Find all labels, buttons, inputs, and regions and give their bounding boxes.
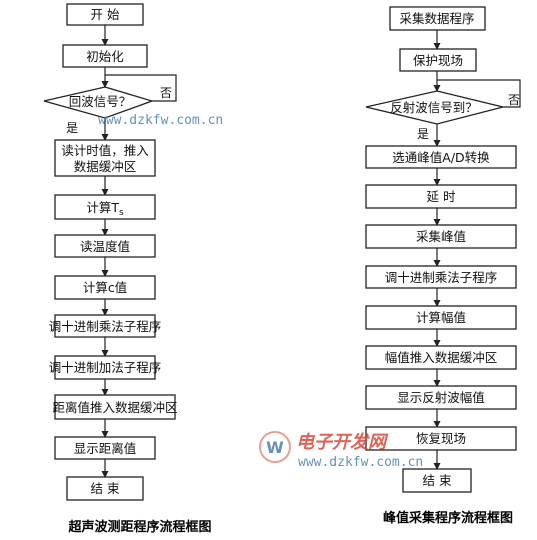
right-sample-box (365, 224, 517, 249)
right-mult-label: 调十进制乘法子程序 (385, 270, 498, 285)
left-display-label: 显示距离值 (74, 441, 137, 456)
right-no-label: 否 (508, 93, 520, 107)
right-mult-box (365, 265, 517, 289)
left-read-temp-label: 读温度值 (80, 239, 130, 254)
left-start-box (66, 3, 144, 26)
right-decision-label: 反射波信号到？ (390, 100, 478, 115)
right-display-label: 显示反射波幅值 (397, 390, 485, 405)
left-calc-ts-label: 计算Ts (86, 200, 124, 218)
right-end-box (402, 468, 472, 493)
left-mult-label: 调十进制乘法子程序 (49, 319, 162, 334)
right-ad-label: 选通峰值A/D转换 (392, 150, 490, 165)
left-mult-box (54, 314, 156, 338)
left-calc-ts-main: 计算T (86, 200, 119, 215)
left-no-label: 否 (160, 86, 172, 100)
right-delay-box (365, 184, 517, 209)
left-decision-diamond (43, 86, 155, 119)
left-yes-label: 是 (66, 121, 78, 135)
right-end-label: 结 束 (423, 473, 452, 488)
right-caption: 峰值采集程序流程框图 (383, 510, 513, 526)
right-sample-label: 采集峰值 (416, 229, 466, 244)
left-start-label: 开 始 (91, 7, 120, 22)
left-calc-c-label: 计算c值 (83, 280, 127, 295)
right-ad-box (365, 145, 517, 169)
left-add-box (54, 355, 156, 380)
right-save-box (399, 48, 477, 72)
left-distance-buffer-box (54, 394, 176, 420)
watermark: www.dzkfw.com.cn W 电子开发网 www.dzkfw.com.c… (98, 113, 423, 470)
svg-text:W: W (266, 438, 284, 457)
right-yes-label: 是 (417, 127, 429, 141)
watermark-url-bottom: www.dzkfw.com.cn (298, 455, 423, 470)
left-calc-c-box (54, 275, 156, 300)
right-save-label: 保护现场 (413, 53, 463, 68)
left-decision-label: 回波信号？ (69, 94, 132, 109)
left-calc-ts-box (54, 194, 156, 220)
right-start-box (389, 6, 486, 31)
left-add-label: 调十进制加法子程序 (49, 360, 162, 375)
right-start-label: 采集数据程序 (399, 11, 474, 26)
left-end-label: 结 束 (91, 481, 120, 496)
right-restore-box (365, 426, 517, 451)
left-read-timer-line1: 读计时值，推入 (61, 143, 149, 158)
left-init-box (62, 44, 148, 68)
left-read-timer-box (54, 139, 156, 177)
right-amp-box (365, 305, 517, 330)
left-display-box (54, 436, 156, 460)
left-calc-ts-sub: s (119, 208, 124, 218)
right-decision-diamond (365, 90, 504, 125)
left-flowchart: 开 始 初始化 回波信号？ 否 是 读计时值，推入 数据缓冲区 计算Ts 读温度… (43, 3, 212, 535)
watermark-url-top: www.dzkfw.com.cn (98, 113, 223, 128)
right-display-box (365, 385, 517, 410)
left-init-label: 初始化 (86, 49, 124, 64)
left-read-temp-box (54, 234, 156, 258)
left-caption: 超声波测距程序流程框图 (68, 519, 211, 535)
watermark-brand: 电子开发网 (296, 432, 389, 453)
left-read-timer-line2: 数据缓冲区 (74, 159, 137, 174)
watermark-logo-icon: W (259, 431, 291, 463)
right-flowchart: 采集数据程序 保护现场 反射波信号到？ 否 是 选通峰值A/D转换 延 时 采集… (365, 6, 521, 526)
right-buffer-box (365, 345, 517, 370)
left-end-box (66, 476, 144, 501)
right-amp-label: 计算幅值 (416, 310, 466, 325)
right-buffer-label: 幅值推入数据缓冲区 (385, 350, 498, 365)
right-restore-label: 恢复现场 (416, 431, 466, 446)
right-delay-label: 延 时 (427, 189, 456, 204)
left-distance-buffer-label: 距离值推入数据缓冲区 (52, 400, 177, 415)
